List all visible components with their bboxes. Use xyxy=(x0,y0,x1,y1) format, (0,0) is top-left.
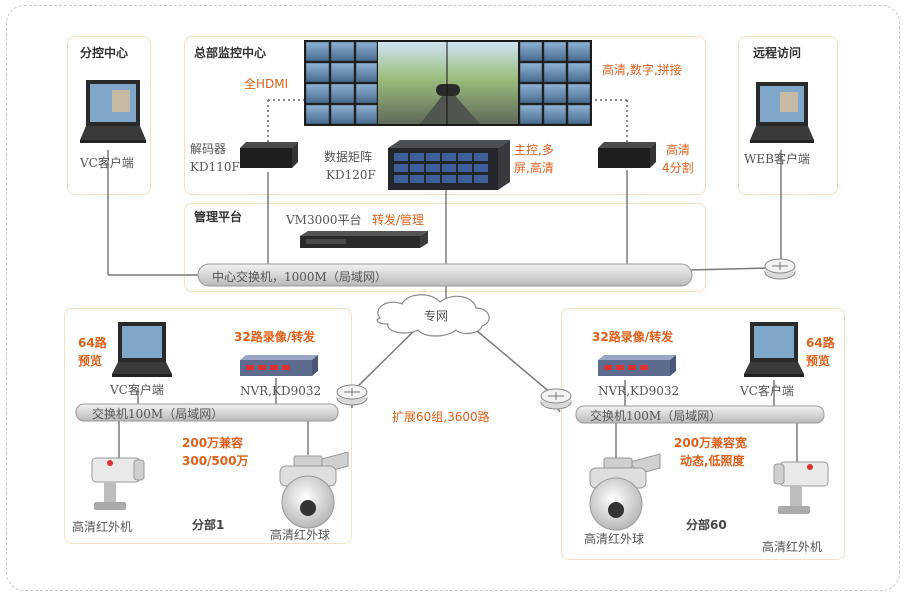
decoder-4-split xyxy=(598,142,656,168)
data-matrix-kd120f xyxy=(388,140,510,190)
platform-label: VM3000平台 xyxy=(286,213,362,227)
ir-dome-branch60 xyxy=(589,453,661,531)
branch60-ir-dome-label: 高清红外球 xyxy=(584,532,645,546)
panel-hq-monitor xyxy=(184,36,706,195)
branch60-camera-note-1: 200万兼容宽 xyxy=(674,436,748,450)
video-wall xyxy=(304,40,592,126)
center-switch-label: 中心交换机，1000M（局域网） xyxy=(212,270,387,284)
decoder-kd110f xyxy=(240,142,298,168)
branch60-preview-note-2: 预览 xyxy=(806,354,831,368)
laptop-remote xyxy=(750,82,814,143)
nvr-branch60 xyxy=(598,355,676,376)
laptop-branch1 xyxy=(112,322,172,377)
panel-management-title: 管理平台 xyxy=(194,210,243,224)
private-network-cloud xyxy=(376,294,490,337)
branch1-nvr-note: 32路录像/转发 xyxy=(234,330,316,344)
branch1-client-label: VC客户端 xyxy=(110,383,164,397)
router-branch60 xyxy=(540,388,572,410)
panel-branch60 xyxy=(561,308,845,560)
panel-branch1 xyxy=(64,308,352,544)
branch60-camera-note-2: 动态,低照度 xyxy=(680,454,745,468)
router-remote xyxy=(764,258,796,280)
ir-camera-branch1 xyxy=(91,457,145,510)
matrix-label: 数据矩阵 xyxy=(324,150,373,164)
branch1-preview-note-1: 64路 xyxy=(78,336,107,350)
branch1-camera-note-2: 300/500万 xyxy=(182,454,249,468)
nvr-branch1 xyxy=(240,355,318,376)
hdmi-note: 全HDMI xyxy=(244,77,289,91)
matrix-model: KD120F xyxy=(326,168,376,182)
panel-branch-control xyxy=(67,36,151,195)
link-switch-router xyxy=(689,267,771,271)
branch1-nvr-label: NVR,KD9032 xyxy=(240,384,322,398)
link-cloud-router1 xyxy=(351,324,421,393)
expand-note: 扩展60组,3600路 xyxy=(392,410,490,424)
branch1-ir-dome-label: 高清红外球 xyxy=(270,528,331,542)
branch60-switch-label: 交换机100M（局域网） xyxy=(590,409,722,423)
branch60-preview-note-1: 64路 xyxy=(806,336,835,350)
split-note-2: 4分割 xyxy=(662,161,694,175)
branch-control-client-label: VC客户端 xyxy=(80,156,134,170)
branch60-nvr-label: NVR,KD9032 xyxy=(598,384,680,398)
branch1-switch-label: 交换机100M（局域网） xyxy=(92,407,224,421)
branch60-name: 分部60 xyxy=(686,518,727,532)
link-cloud-router60 xyxy=(469,324,553,395)
remote-client-label: WEB客户端 xyxy=(744,152,810,166)
branch60-switch xyxy=(575,405,825,424)
vm3000-server xyxy=(300,231,428,248)
branch1-ir-camera-label: 高清红外机 xyxy=(72,520,133,534)
branch1-preview-note-2: 预览 xyxy=(78,354,103,368)
panel-management xyxy=(184,203,706,292)
branch1-switch xyxy=(75,403,339,422)
main-control-note-2: 屏,高清 xyxy=(514,161,554,175)
center-switch xyxy=(197,263,693,287)
panel-branch-control-title: 分控中心 xyxy=(80,46,129,60)
branch60-client-label: VC客户端 xyxy=(740,384,794,398)
ir-dome-branch1 xyxy=(279,451,349,529)
branch1-name: 分部1 xyxy=(192,518,225,532)
laptop-branch60 xyxy=(744,322,804,377)
decoder-label: 解码器 xyxy=(190,142,227,156)
videowall-note: 高清,数字,拼接 xyxy=(602,63,682,77)
main-control-note-1: 主控,多 xyxy=(514,143,554,157)
ir-camera-branch60 xyxy=(773,461,829,514)
panel-remote-access xyxy=(738,36,838,195)
split-note-1: 高清 xyxy=(666,143,691,157)
decoder-model: KD110F xyxy=(190,160,240,174)
branch1-camera-note-1: 200万兼容 xyxy=(182,436,244,450)
router-branch1 xyxy=(336,384,368,406)
cloud-label: 专网 xyxy=(424,309,449,323)
platform-note: 转发/管理 xyxy=(372,213,425,227)
laptop-branch-control xyxy=(80,80,146,143)
branch60-ir-camera-label: 高清红外机 xyxy=(762,540,823,554)
branch60-nvr-note: 32路录像/转发 xyxy=(592,330,674,344)
panel-remote-access-title: 远程访问 xyxy=(753,46,802,60)
outer-frame xyxy=(6,5,900,591)
panel-hq-monitor-title: 总部监控中心 xyxy=(194,46,267,60)
